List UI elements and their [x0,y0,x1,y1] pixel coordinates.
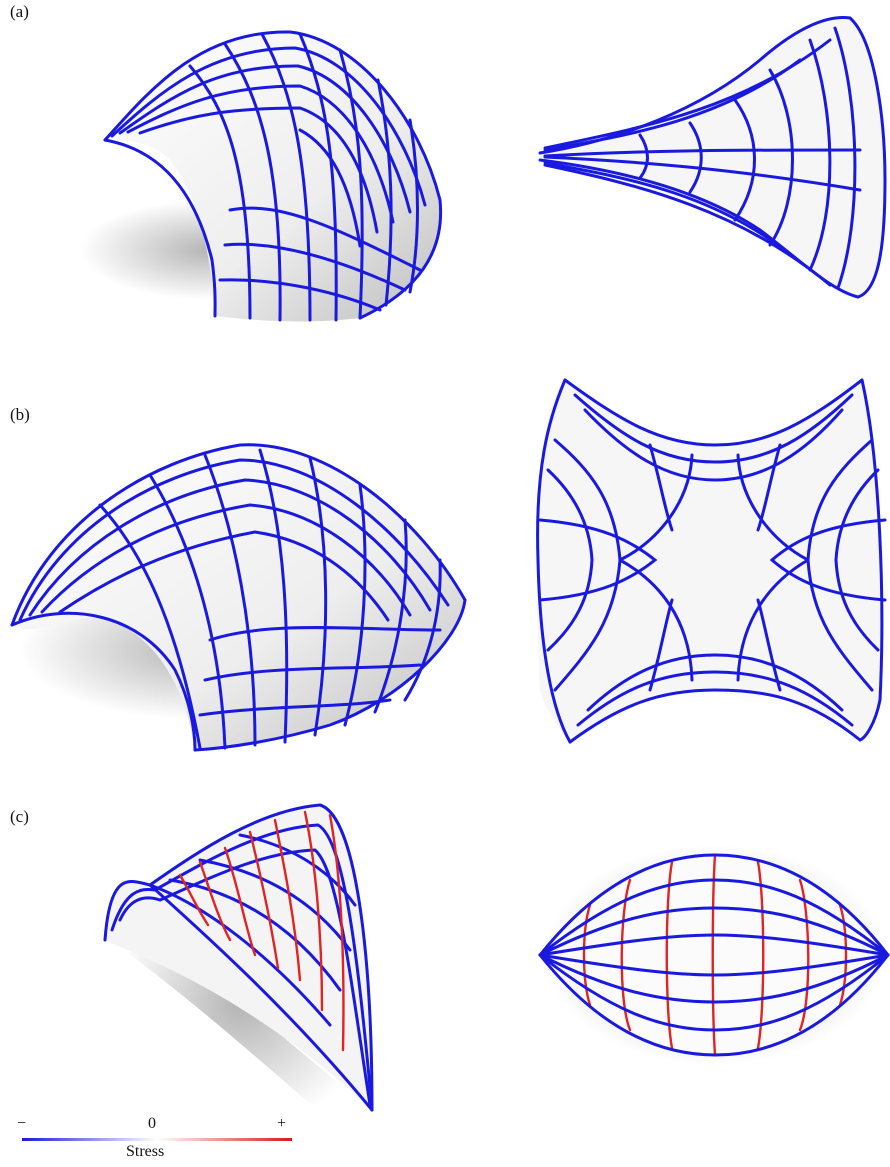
shell-a-perspective [80,30,443,322]
panel-label-b: (b) [10,405,30,424]
legend-plus-label: + [277,1115,287,1132]
shell-a-plan [538,16,887,299]
panel-label-a: (a) [10,2,29,21]
legend-title: Stress [126,1143,165,1160]
shell-b-perspective [10,443,467,752]
shell-c-perspective [103,803,374,1130]
shell-c-plan [538,845,890,1065]
shell-b-plan [536,378,887,744]
legend-minus-label: − [17,1115,27,1132]
legend-zero-label: 0 [148,1115,156,1132]
legend-color-bar [22,1138,292,1141]
panel-label-c: (c) [10,807,29,826]
